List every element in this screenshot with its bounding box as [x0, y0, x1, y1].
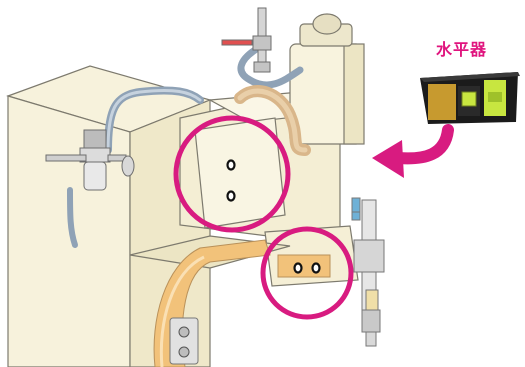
spirit-level-icon [420, 72, 520, 124]
curved-arrow-icon [372, 130, 448, 178]
water-pipe [352, 198, 384, 346]
spirit-level-label: 水平器 [436, 36, 487, 60]
machine-frame [8, 14, 364, 367]
